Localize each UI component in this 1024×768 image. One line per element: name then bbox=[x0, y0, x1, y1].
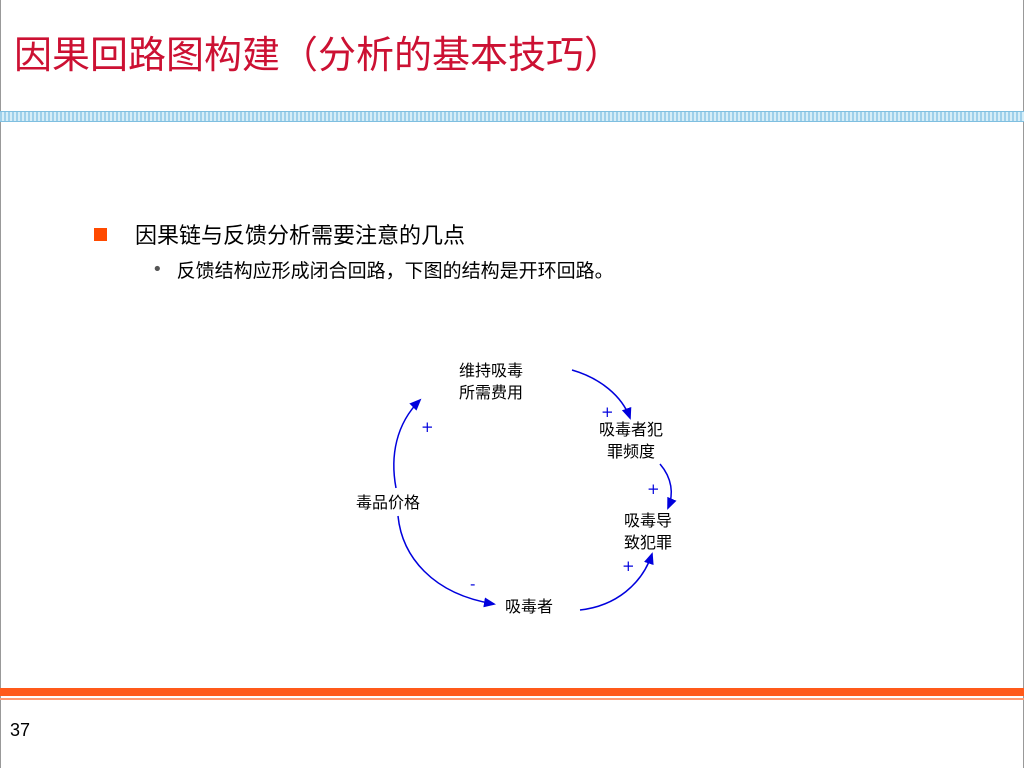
polarity-addicts-to-drug-crime: + bbox=[622, 557, 635, 575]
node-maintain-drug-cost-line1: 维持吸毒 bbox=[459, 361, 524, 380]
header-divider-band bbox=[0, 111, 1024, 122]
link-drug-price-to-maintain-cost bbox=[393, 398, 422, 489]
square-bullet-icon bbox=[94, 227, 107, 241]
node-drug-induced-crime-line2: 致犯罪 bbox=[624, 533, 673, 552]
slide-title: 因果回路图构建（分析的基本技巧） bbox=[14, 33, 623, 77]
link-crime-frequency-to-drug-crime bbox=[659, 463, 677, 510]
dot-bullet-icon: • bbox=[152, 258, 163, 280]
footer-accent-line bbox=[0, 698, 1024, 700]
node-crime-frequency: 吸毒者犯 罪频度 bbox=[599, 419, 663, 463]
link-maintain-cost-to-crime-frequency bbox=[571, 369, 632, 420]
node-drug-price: 毒品价格 bbox=[356, 493, 421, 512]
bullet-level2: • 反馈结构应形成闭合回路，下图的结构是开环回路。 bbox=[152, 256, 614, 283]
link-drug-price-to-addicts bbox=[397, 515, 496, 608]
node-drug-addicts: 吸毒者 bbox=[505, 597, 554, 616]
bullet-level1-text: 因果链与反馈分析需要注意的几点 bbox=[135, 224, 466, 249]
slide-left-border bbox=[0, 0, 1, 768]
bullet-level2-text: 反馈结构应形成闭合回路，下图的结构是开环回路。 bbox=[176, 260, 614, 282]
node-crime-frequency-line1: 吸毒者犯 bbox=[599, 420, 664, 439]
polarity-crime-to-drug-crime: + bbox=[647, 480, 660, 498]
footer-accent-bar bbox=[0, 688, 1024, 696]
polarity-price-to-maintain: + bbox=[421, 418, 434, 436]
polarity-maintain-to-crime: + bbox=[601, 403, 614, 421]
node-maintain-drug-cost: 维持吸毒 所需费用 bbox=[459, 360, 523, 404]
node-crime-frequency-line2: 罪频度 bbox=[607, 442, 656, 461]
page-number: 37 bbox=[10, 720, 31, 740]
node-drug-induced-crime: 吸毒导 致犯罪 bbox=[624, 510, 672, 554]
link-addicts-to-drug-crime bbox=[579, 552, 654, 611]
node-drug-induced-crime-line1: 吸毒导 bbox=[624, 511, 673, 530]
node-maintain-drug-cost-line2: 所需费用 bbox=[459, 383, 524, 402]
bullet-level1: 因果链与反馈分析需要注意的几点 bbox=[94, 218, 465, 250]
polarity-price-to-addicts: - bbox=[470, 575, 476, 593]
